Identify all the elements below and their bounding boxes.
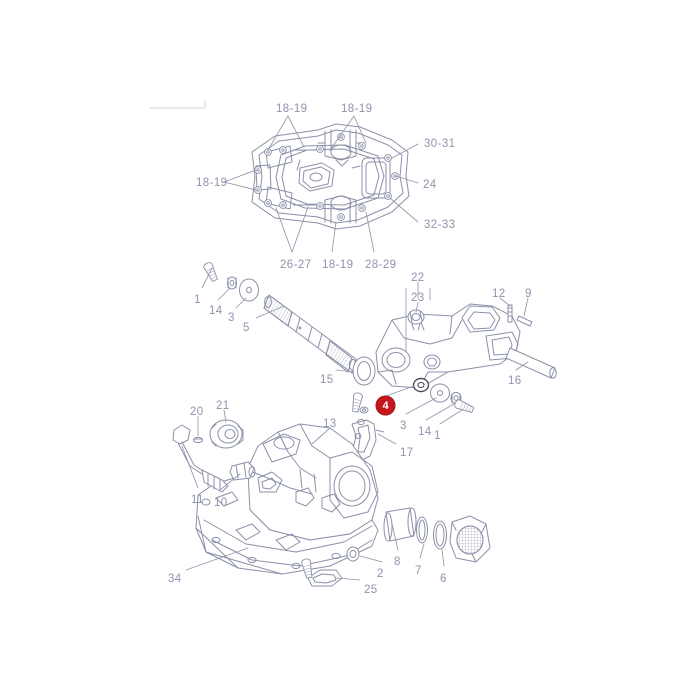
callout-25: 25 (364, 584, 378, 596)
part-20-pin (193, 436, 203, 444)
part-25-latch (307, 569, 343, 587)
callout-10: 10 (214, 497, 228, 509)
callout-24: 24 (423, 179, 437, 191)
callout-11: 11 (191, 494, 204, 506)
part-9-pin (516, 315, 533, 327)
callout-28-29: 28-29 (365, 259, 397, 271)
part-7-ring (416, 516, 428, 544)
part-3-washer-right (430, 383, 450, 403)
callout-1-right: 1 (434, 430, 441, 442)
part-10-fitting (229, 461, 256, 481)
part-2-plug (346, 546, 360, 562)
part-17-bracket (351, 418, 385, 463)
callout-14-right: 14 (418, 426, 432, 438)
callout-18-19-top-right: 18-19 (341, 103, 373, 115)
part-1-bolt-left (202, 260, 220, 283)
part-21-housing-cap (209, 419, 244, 449)
part-11-lever (172, 424, 229, 493)
callout-18-19-bottom: 18-19 (322, 259, 354, 271)
callout-26-27: 26-27 (280, 259, 312, 271)
callout-34: 34 (168, 573, 182, 585)
part-1-bolt-right (453, 398, 475, 415)
callout-32-33: 32-33 (424, 219, 456, 231)
callout-6: 6 (440, 573, 447, 585)
registration-mark (149, 100, 206, 109)
callout-30-31: 30-31 (424, 138, 456, 150)
rockshaft-arm-assembly (375, 303, 521, 389)
part-13-housing (195, 423, 379, 575)
callout-14-left: 14 (209, 305, 223, 317)
part-3-washer-left (239, 278, 259, 302)
callout-12: 12 (492, 288, 506, 300)
callout-18-19-left: 18-19 (196, 177, 228, 189)
callout-2: 2 (377, 568, 384, 580)
callout-8: 8 (394, 556, 401, 568)
part-14-nut-left (226, 276, 238, 290)
callout-3-left: 3 (228, 312, 235, 324)
part-5-rockshaft (263, 294, 358, 374)
callout-15: 15 (320, 374, 334, 386)
callout-7: 7 (415, 565, 422, 577)
callout-23: 23 (411, 292, 425, 304)
callout-1-left: 1 (194, 294, 201, 306)
lift-cover-plate (251, 123, 410, 230)
callout-18-19-top-left: 18-19 (276, 103, 308, 115)
callout-22: 22 (411, 272, 425, 284)
leader-lines (181, 115, 529, 581)
part-16-pin (505, 347, 557, 379)
callout-5: 5 (243, 322, 250, 334)
part-15-seal (352, 356, 376, 386)
end-cap-housing (449, 515, 491, 563)
highlight-marker-4[interactable]: 4 (376, 396, 395, 415)
part-6-ring (433, 520, 447, 550)
callout-17: 17 (400, 447, 414, 459)
callout-20: 20 (190, 406, 204, 418)
callout-21: 21 (216, 400, 230, 412)
small-washer-17 (359, 406, 369, 414)
part-23-knob (407, 309, 425, 331)
part-8-bushing (383, 507, 417, 542)
callout-16: 16 (508, 375, 522, 387)
part-12-pin (507, 304, 513, 323)
part-4-washer (412, 377, 430, 393)
callout-13: 13 (323, 418, 337, 430)
callout-9: 9 (525, 288, 532, 300)
callout-3-right: 3 (400, 420, 407, 432)
